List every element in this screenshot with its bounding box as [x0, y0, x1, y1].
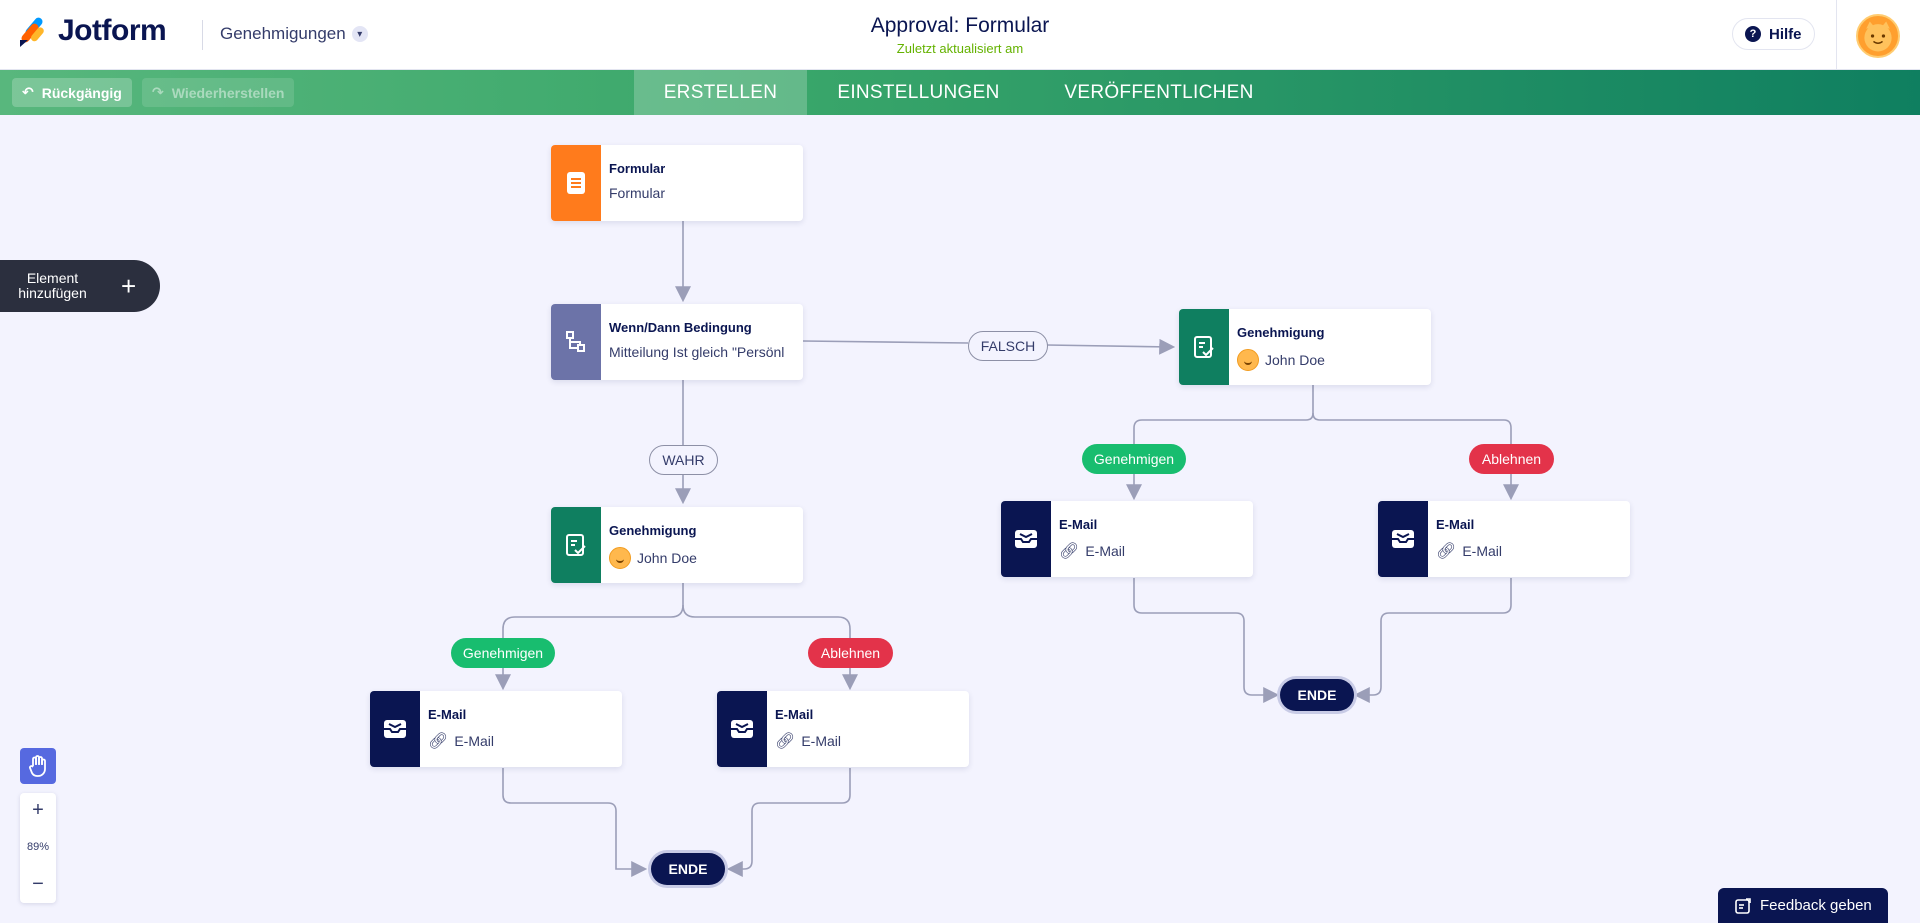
zoom-level: 89%: [26, 841, 50, 853]
node-email-1[interactable]: E-Mail 🔗︎ E-Mail: [370, 691, 622, 767]
link-icon: 🔗︎: [428, 733, 449, 750]
hand-tool-button[interactable]: [20, 748, 56, 784]
form-icon: [551, 145, 601, 221]
true-branch-label: WAHR: [649, 445, 718, 475]
reject-branch-label-right: Ablehnen: [1469, 444, 1554, 474]
link-icon: 🔗︎: [1436, 543, 1457, 560]
node-condition-title: Wenn/Dann Bedingung: [609, 320, 752, 335]
approve-branch-label-left: Genehmigen: [451, 638, 555, 668]
node-condition[interactable]: Wenn/Dann Bedingung Mitteilung Ist gleic…: [551, 304, 803, 380]
hand-icon: [29, 755, 46, 777]
zoom-in-button[interactable]: +: [32, 799, 44, 821]
node-email-4[interactable]: E-Mail 🔗︎ E-Mail: [1378, 501, 1630, 577]
header-divider-right: [1836, 0, 1837, 70]
approve-branch-label-right: Genehmigen: [1082, 444, 1186, 474]
zoom-out-button[interactable]: −: [32, 873, 44, 895]
node-email-2[interactable]: E-Mail 🔗︎ E-Mail: [717, 691, 969, 767]
undo-button[interactable]: ↶ Rückgängig: [12, 78, 132, 107]
end-node-left[interactable]: ENDE: [651, 853, 725, 885]
node-approval-left-assignee: John Doe: [637, 550, 697, 566]
last-updated-text: Zuletzt aktualisiert am: [896, 41, 1024, 56]
assignee-avatar: [609, 547, 631, 569]
redo-button[interactable]: ↷ Wiederherstellen: [142, 78, 295, 107]
feedback-label: Feedback geben: [1760, 897, 1872, 914]
node-form-subtitle: Formular: [609, 185, 666, 201]
node-email-4-title: E-Mail: [1436, 517, 1475, 532]
node-email-2-title: E-Mail: [775, 707, 814, 722]
question-icon: ?: [1745, 26, 1761, 42]
feedback-button[interactable]: Feedback geben: [1718, 888, 1888, 923]
node-form[interactable]: Formular Formular: [551, 145, 803, 221]
title-area: Approval: Formular Zuletzt aktualisiert …: [760, 14, 1160, 56]
redo-icon: ↷: [152, 84, 164, 100]
node-form-title: Formular: [609, 161, 666, 176]
user-avatar[interactable]: [1856, 14, 1900, 58]
jotform-wordmark: Jotform: [58, 14, 167, 47]
help-button[interactable]: ? Hilfe: [1732, 18, 1815, 50]
condition-branch-icon: [551, 304, 601, 380]
link-icon: 🔗︎: [775, 733, 796, 750]
node-email-1-title: E-Mail: [428, 707, 467, 722]
email-inbox-icon: [370, 691, 420, 767]
top-bar: Jotform Genehmigungen ▾ Approval: Formul…: [0, 0, 1920, 70]
feedback-icon: [1735, 897, 1751, 914]
help-label: Hilfe: [1769, 25, 1802, 43]
redo-label: Wiederherstellen: [171, 84, 285, 101]
tab-veroeffentlichen[interactable]: VERÖFFENTLICHEN: [1064, 81, 1254, 103]
link-icon: 🔗︎: [1059, 543, 1080, 560]
false-branch-label: FALSCH: [968, 331, 1048, 361]
node-email-3-subtitle: E-Mail: [1085, 543, 1125, 559]
assignee-avatar: [1237, 349, 1259, 371]
approval-icon: [1179, 309, 1229, 385]
node-approval-right[interactable]: Genehmigung John Doe: [1179, 309, 1431, 385]
email-inbox-icon: [1001, 501, 1051, 577]
page-title[interactable]: Approval: Formular: [870, 14, 1050, 37]
tab-erstellen[interactable]: ERSTELLEN: [634, 70, 807, 115]
node-email-3-title: E-Mail: [1059, 517, 1098, 532]
node-email-2-subtitle: E-Mail: [801, 733, 841, 749]
connector-lines: [495, 221, 1519, 877]
zoom-controls: + 89% −: [20, 793, 56, 903]
undo-icon: ↶: [22, 84, 34, 100]
node-approval-left[interactable]: Genehmigung John Doe: [551, 507, 803, 583]
plus-icon: +: [121, 270, 137, 301]
node-approval-right-title: Genehmigung: [1237, 325, 1325, 340]
jotform-logo[interactable]: Jotform: [18, 14, 167, 48]
node-email-3[interactable]: E-Mail 🔗︎ E-Mail: [1001, 501, 1253, 577]
add-element-button[interactable]: Element hinzufügen +: [0, 260, 160, 312]
product-switcher-label: Genehmigungen: [220, 24, 346, 43]
node-condition-subtitle: Mitteilung Ist gleich "Persönl: [609, 344, 785, 360]
builder-nav: ↶ Rückgängig ↷ Wiederherstellen ERSTELLE…: [0, 70, 1920, 115]
node-approval-right-assignee: John Doe: [1265, 352, 1325, 368]
undo-label: Rückgängig: [41, 84, 122, 101]
node-email-4-subtitle: E-Mail: [1462, 543, 1502, 559]
end-node-right[interactable]: ENDE: [1280, 679, 1354, 711]
header-divider: [202, 20, 203, 50]
node-email-1-subtitle: E-Mail: [454, 733, 494, 749]
product-switcher[interactable]: Genehmigungen ▾: [220, 24, 368, 44]
email-inbox-icon: [1378, 501, 1428, 577]
workflow-canvas[interactable]: Element hinzufügen + Formular Formular W…: [0, 115, 1920, 923]
add-element-label: Element hinzufügen: [18, 270, 87, 301]
approval-icon: [551, 507, 601, 583]
email-inbox-icon: [717, 691, 767, 767]
tab-einstellungen[interactable]: EINSTELLUNGEN: [837, 81, 1000, 103]
avatar-face-icon: [1864, 21, 1892, 52]
jotform-logo-icon: [20, 17, 44, 47]
reject-branch-label-left: Ablehnen: [808, 638, 893, 668]
chevron-down-icon: ▾: [351, 26, 368, 42]
node-approval-left-title: Genehmigung: [609, 523, 697, 538]
